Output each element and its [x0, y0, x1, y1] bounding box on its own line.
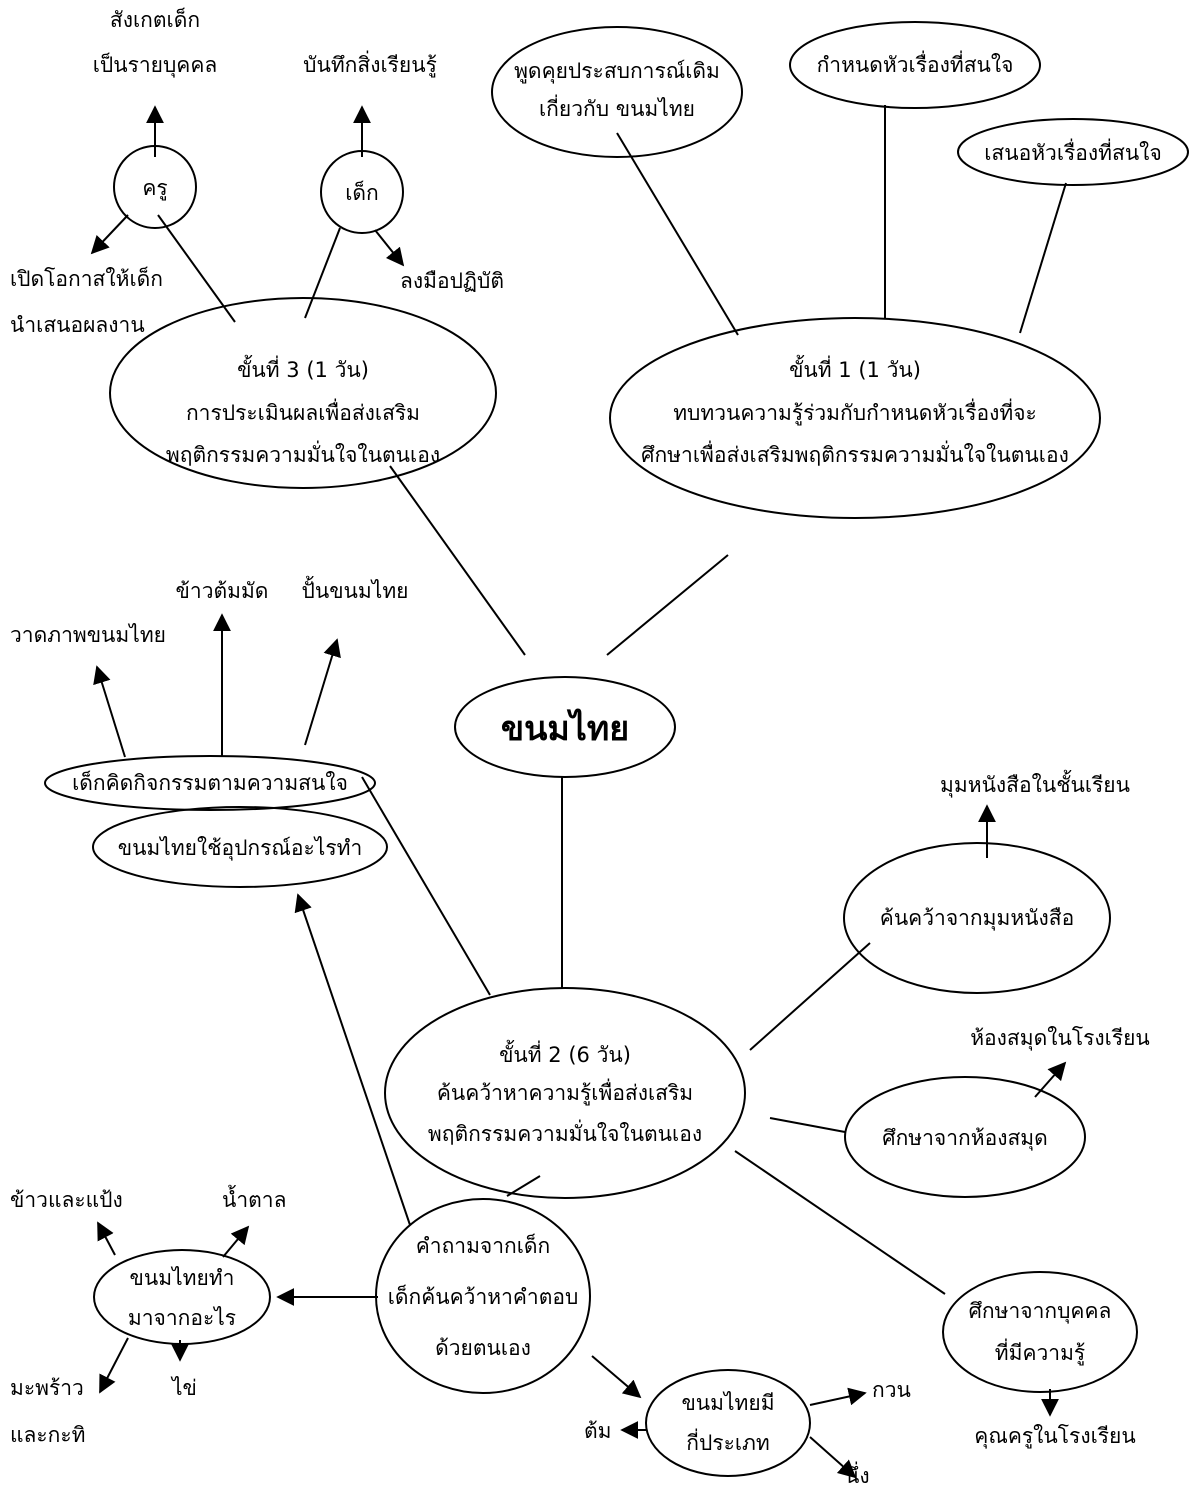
present-line-1: เปิดโอกาสให้เด็ก	[10, 265, 163, 291]
talk-node	[491, 26, 743, 158]
step1-line-2: ทบทวนความรู้ร่วมกับกำหนดหัวเรื่องที่จะ	[673, 398, 1037, 426]
madeof-line-1: ขนมไทยทำ	[130, 1266, 235, 1290]
mold-label: ปั้นขนมไทย	[302, 576, 409, 603]
connector-lines	[157, 105, 1067, 1295]
stir-label: กวน	[872, 1378, 911, 1402]
record-label: บันทึกสิ่งเรียนรู้	[303, 50, 437, 78]
step2-line-1: ขั้นที่ 2 (6 วัน)	[499, 1040, 631, 1067]
rice-label: ข้าวและแป้ง	[10, 1188, 123, 1212]
arrow-types-steam	[809, 1436, 857, 1479]
line-center-step3	[389, 465, 526, 656]
line-step3-child	[304, 227, 341, 319]
arrow-madeof-coconut	[99, 1337, 129, 1394]
center-label: ขนมไทย	[501, 708, 629, 749]
step1-line-1: ขั้นที่ 1 (1 วัน)	[789, 355, 921, 382]
question-node	[375, 1198, 591, 1394]
tools-label: ขนมไทยใช้อุปกรณ์อะไรทำ	[118, 836, 363, 861]
activities-node	[44, 755, 376, 811]
person-line-2: ที่มีความรู้	[995, 1338, 1085, 1366]
draw-label: วาดภาพขนมไทย	[10, 623, 166, 647]
settopic-label: กำหนดหัวเรื่องที่สนใจ	[817, 50, 1014, 77]
line-activities-step2	[361, 776, 491, 996]
madeof-node	[93, 1249, 271, 1345]
propose-label: เสนอหัวเรื่องที่สนใจ	[984, 138, 1162, 165]
coconut-line-2: และกะทิ	[10, 1423, 86, 1447]
teacher-label: ครู	[142, 176, 167, 201]
arrow-question-types	[591, 1355, 642, 1399]
labels: ขนมไทย ขั้นที่ 1 (1 วัน) ทบทวนความรู้ร่ว…	[10, 6, 1162, 1488]
library-node	[844, 1076, 1086, 1198]
arrow-activities-draw	[93, 665, 126, 758]
activities-label: เด็กคิดกิจกรรมตามความสนใจ	[72, 769, 348, 795]
teacher-school-label: คุณครูในโรงเรียน	[974, 1424, 1135, 1449]
center-node	[454, 676, 676, 778]
steam-label: นึ่ง	[845, 1461, 870, 1488]
types-node	[645, 1369, 811, 1477]
bookcorner-class-label: มุมหนังสือในชั้นเรียน	[940, 770, 1130, 798]
line-step3-teacher	[157, 214, 236, 323]
arrow-types-stir	[809, 1387, 867, 1406]
line-step1-propose	[1019, 182, 1067, 334]
arrow-library-school	[1034, 1061, 1067, 1098]
question-line-1: คำถามจากเด็ก	[416, 1232, 551, 1258]
step1-node	[609, 317, 1101, 519]
library-label: ศึกษาจากห้องสมุด	[882, 1126, 1048, 1151]
observe-line-2: เป็นรายบุคคล	[93, 51, 218, 78]
line-step2-library	[769, 1117, 846, 1133]
madeof-line-2: มาจากอะไร	[128, 1306, 236, 1330]
propose-node	[957, 118, 1189, 186]
step3-line-1: ขั้นที่ 3 (1 วัน)	[237, 355, 369, 382]
step3-line-3: พฤติกรรมความมั่นใจในตนเอง	[166, 440, 440, 467]
arrow-madeof-rice	[97, 1221, 116, 1256]
practice-label: ลงมือปฏิบัติ	[400, 269, 504, 293]
arrow-question-tools	[294, 893, 411, 1226]
boil-label: ต้ม	[584, 1419, 611, 1443]
question-line-2: เด็กค้นคว้าหาคำตอบ	[388, 1283, 579, 1309]
present-line-2: นำเสนอผลงาน	[10, 313, 145, 337]
bookcorner-label: ค้นคว้าจากมุมหนังสือ	[880, 906, 1074, 931]
settopic-node	[789, 21, 1041, 109]
arrow-child-practice	[374, 229, 405, 267]
arrow-madeof-sugar	[222, 1225, 250, 1258]
line-step1-talk	[616, 132, 739, 336]
person-node	[942, 1271, 1138, 1393]
types-line-2: กี่ประเภท	[686, 1428, 769, 1455]
school-library-label: ห้องสมุดในโรงเรียน	[970, 1026, 1150, 1051]
step2-line-3: พฤติกรรมความมั่นใจในตนเอง	[428, 1119, 702, 1146]
person-line-1: ศึกษาจากบุคคล	[969, 1299, 1112, 1324]
coconut-line-1: มะพร้าว	[10, 1376, 84, 1400]
line-step2-bookcorner	[749, 942, 871, 1051]
egg-label: ไข่	[170, 1376, 197, 1400]
talk-line-2: เกี่ยวกับ ขนมไทย	[539, 94, 695, 121]
step3-node	[109, 297, 497, 489]
bookcorner-node	[843, 842, 1111, 994]
line-center-step1	[606, 554, 729, 656]
step3-line-2: การประเมินผลเพื่อส่งเสริม	[186, 398, 420, 425]
step2-node	[384, 987, 746, 1199]
arrows	[90, 105, 1067, 1479]
arrow-activities-mold	[304, 638, 341, 746]
khaotom-label: ข้าวต้มมัด	[176, 579, 269, 603]
question-line-3: ด้วยตนเอง	[435, 1336, 531, 1360]
talk-line-1: พูดคุยประสบการณ์เดิม	[514, 59, 720, 84]
node-shapes	[44, 21, 1189, 1477]
observe-line-1: สังเกตเด็ก	[110, 6, 200, 32]
teacher-node	[113, 145, 197, 229]
step1-line-3: ศึกษาเพื่อส่งเสริมพฤติกรรมความมั่นใจในตน…	[641, 440, 1069, 467]
child-label: เด็ก	[345, 179, 379, 205]
line-step2-person	[734, 1150, 946, 1295]
step2-line-2: ค้นคว้าหาความรู้เพื่อส่งเสริม	[437, 1078, 693, 1106]
child-node	[320, 150, 404, 234]
arrow-teacher-present	[90, 214, 129, 255]
types-line-1: ขนมไทยมี	[681, 1391, 774, 1415]
tools-node	[92, 806, 388, 888]
sugar-label: น้ำตาล	[222, 1185, 286, 1212]
